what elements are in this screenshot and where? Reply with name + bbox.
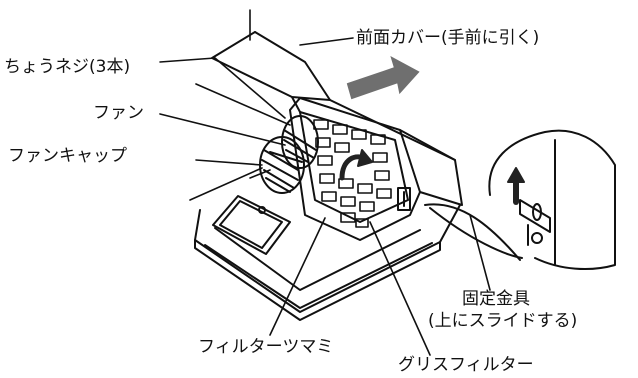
label-fan: ファン [93,103,144,123]
label-grease-filter: グリスフィルター [398,355,534,375]
leader-bracket [469,214,491,291]
hood-base [194,204,461,321]
leader-filter-knob [269,217,326,336]
side-bracket [397,187,411,211]
leader-screws [159,57,286,119]
label-screws: ちょうネジ(3本) [4,57,131,77]
label-fixing-bracket-note: (上にスライドする) [428,311,578,331]
magnify-bubble [424,129,616,271]
label-front-cover: 前面カバー(手前に引く) [356,28,540,48]
front-cover [211,31,463,206]
leader-front-cover [299,37,354,46]
label-fan-cap: ファンキャップ [8,146,127,166]
bracket-up-arrow-head [507,167,525,183]
leader-grease-filter [369,221,431,356]
leader-fan [159,113,286,146]
filter-arrow-head [357,149,373,167]
leader-fan-cap [195,159,263,166]
light-panel [212,195,291,255]
label-filter-knob: フィルターツマミ [198,337,334,357]
leader-screws-b [195,83,291,126]
leader-lines [159,9,491,356]
pull-arrow [346,55,420,100]
label-fixing-bracket: 固定金具 [462,289,530,309]
